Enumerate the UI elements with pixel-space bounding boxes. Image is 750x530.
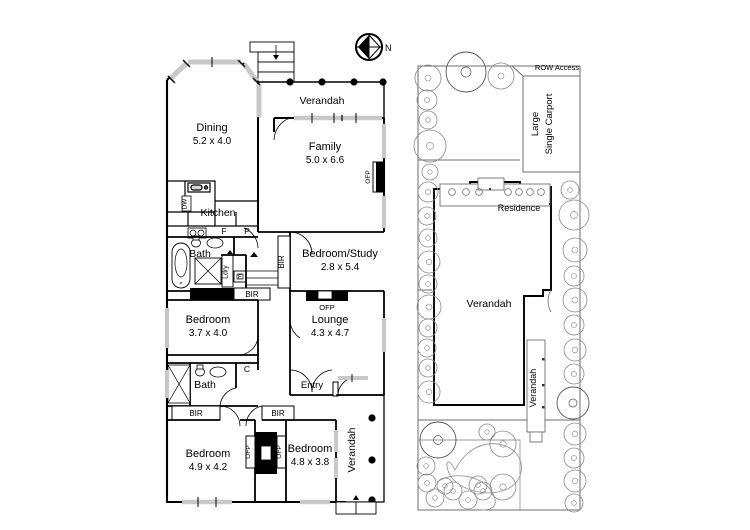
- site-verandah-east-posts: [542, 358, 545, 409]
- cupboard-label: C: [244, 364, 250, 374]
- door-swing-kitchen: [243, 227, 259, 249]
- site-trees-east: [556, 180, 590, 513]
- compass-north-icon: [355, 33, 383, 61]
- floor-plan-panel: Verandah Dining 5.2 x 4.0 Family 5.0 x 6…: [165, 41, 387, 515]
- room-dims-bedroom-study: 2.8 x 5.4: [321, 262, 360, 273]
- dining-bay-window: [167, 57, 262, 117]
- room-label-dining: Dining: [196, 122, 227, 134]
- site-plan-panel: ROW Access Large Single Carport Verandah…: [413, 51, 590, 513]
- site-verandah-north: [439, 177, 551, 207]
- rear-step: [335, 495, 377, 515]
- door-swing-bedroom-west: [237, 336, 259, 356]
- verandah-post: [286, 78, 294, 86]
- site-trees-west: [413, 64, 447, 404]
- e-label: E: [238, 275, 242, 281]
- door-swing-lounge-b: [289, 369, 313, 393]
- room-label-kitchen: Kitchen: [200, 207, 235, 219]
- door-swing-lounge-a: [289, 317, 301, 339]
- front-verandah: [258, 78, 387, 120]
- room-label-bath-lower: Bath: [194, 379, 216, 391]
- door-swing-bed-sw: [219, 405, 241, 427]
- site-label-carport-1: Large: [530, 112, 541, 136]
- verandah-post: [350, 78, 358, 86]
- bedroom-sw-south-windows: [182, 497, 232, 507]
- verandah-post: [368, 414, 376, 422]
- pantry-label: P: [244, 226, 250, 236]
- dishwasher-marker: DW: [182, 195, 192, 212]
- ofp-label-family: OFP: [365, 170, 372, 183]
- carport-outline: [511, 65, 581, 173]
- room-label-bedroom-se: Bedroom: [288, 443, 333, 455]
- open-fireplace-bed-sw: OFP: [245, 435, 256, 469]
- site-label-row-access: ROW Access: [535, 63, 579, 72]
- compass-label: N: [385, 43, 392, 53]
- room-label-family: Family: [309, 141, 342, 153]
- door-swing-dining: [273, 117, 291, 141]
- door-swing-bath-lower: [219, 387, 237, 407]
- verandah-post: [379, 78, 387, 86]
- site-label-verandah-east: Verandah: [528, 369, 538, 408]
- room-label-bedroom-west: Bedroom: [186, 314, 231, 326]
- built-in-robe-3: BIR: [171, 405, 221, 421]
- room-dims-family: 5.0 x 6.6: [306, 155, 345, 166]
- room-label-entry: Entry: [301, 380, 323, 391]
- built-in-robe-1: BIR: [233, 287, 271, 301]
- open-fireplace-family: OFP: [365, 161, 384, 193]
- room-dims-bedroom-se: 4.8 x 3.8: [291, 457, 330, 468]
- site-label-residence: Verandah: [467, 298, 512, 310]
- room-dims-bedroom-sw: 4.9 x 4.2: [189, 462, 228, 473]
- bedroom-west-walls: [167, 299, 259, 370]
- family-north-windows: [294, 113, 382, 123]
- ofp-label-bed-sw: OFP: [245, 445, 252, 458]
- open-fireplace-lounge: OFP: [306, 290, 348, 312]
- site-door-swing: [547, 289, 552, 313]
- verandah-post: [318, 78, 326, 86]
- room-dims-dining: 5.2 x 4.0: [193, 136, 232, 147]
- room-label-verandah-front: Verandah: [300, 95, 345, 107]
- built-in-robe-2: BIR: [277, 235, 291, 289]
- room-dims-lounge: 4.3 x 4.7: [311, 328, 350, 339]
- site-label-carport-2: Single Carport: [544, 93, 555, 154]
- site-trees-north: [445, 51, 515, 93]
- site-trees-garden: [416, 421, 517, 510]
- ldry-label: Ldry: [223, 265, 230, 279]
- bir-label-1: BIR: [245, 290, 259, 299]
- bir-label-4: BIR: [271, 409, 285, 418]
- ofp-label-lounge: OFP: [319, 303, 334, 312]
- front-steps: [249, 41, 295, 83]
- built-in-robe-4: BIR: [261, 405, 295, 421]
- door-swing-study: [289, 231, 313, 255]
- bir-label-2: BIR: [277, 255, 286, 269]
- room-label-bedroom-study: Bedroom/Study: [302, 248, 378, 260]
- room-label-lounge: Lounge: [312, 314, 349, 326]
- room-dims-bedroom-west: 3.7 x 4.0: [189, 328, 228, 339]
- entry-door: [332, 374, 368, 397]
- open-fireplace-bed-se: OFP: [276, 435, 287, 469]
- door-swing-lounge-c: [311, 369, 333, 393]
- site-verandah-east: [526, 339, 546, 443]
- room-label-bedroom-sw: Bedroom: [186, 448, 231, 460]
- chimney-flue-void: [260, 445, 272, 461]
- verandah-post: [368, 456, 376, 464]
- fridge-label: F: [221, 226, 226, 236]
- bath-lower-fixtures: [167, 364, 227, 404]
- site-label-verandah-north: Residence: [498, 203, 541, 213]
- corridor-hatch: [246, 270, 278, 286]
- room-label-bath-upper: Bath: [189, 248, 211, 260]
- bath-upper-fixtures: [171, 235, 224, 289]
- dw-label: DW: [182, 198, 189, 210]
- site-verandah-north-posts: [448, 188, 551, 205]
- room-label-verandah-side: Verandah: [346, 427, 358, 472]
- ofp-label-bed-se: OFP: [276, 445, 283, 458]
- door-swing-bed-se: [245, 405, 263, 427]
- robe-solid-fill: [190, 288, 234, 300]
- bir-label-3: BIR: [189, 409, 203, 418]
